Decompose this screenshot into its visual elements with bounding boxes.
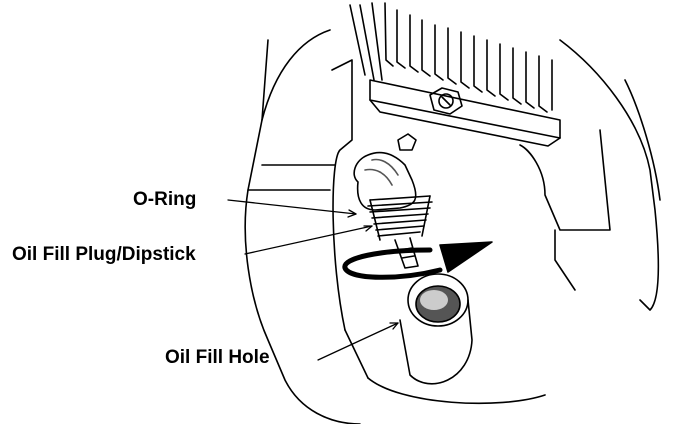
oil-fill-hole	[399, 273, 473, 385]
leader-lines	[227, 199, 399, 361]
leader-hole	[317, 322, 399, 361]
o-ring-label: O-Ring	[133, 189, 197, 210]
small-nut	[397, 133, 417, 151]
oil-fill-plug-label: Oil Fill Plug/Dipstick	[12, 244, 196, 265]
oil-fill-plug	[353, 151, 433, 269]
oil-fill-hole-label: Oil Fill Hole	[165, 347, 270, 368]
engine-housing	[244, 29, 661, 424]
leader-plug	[244, 225, 373, 255]
bolt	[429, 87, 463, 115]
cooling-fins	[349, 2, 561, 147]
leader-o-ring	[227, 199, 357, 215]
rotation-arrow	[342, 241, 493, 280]
